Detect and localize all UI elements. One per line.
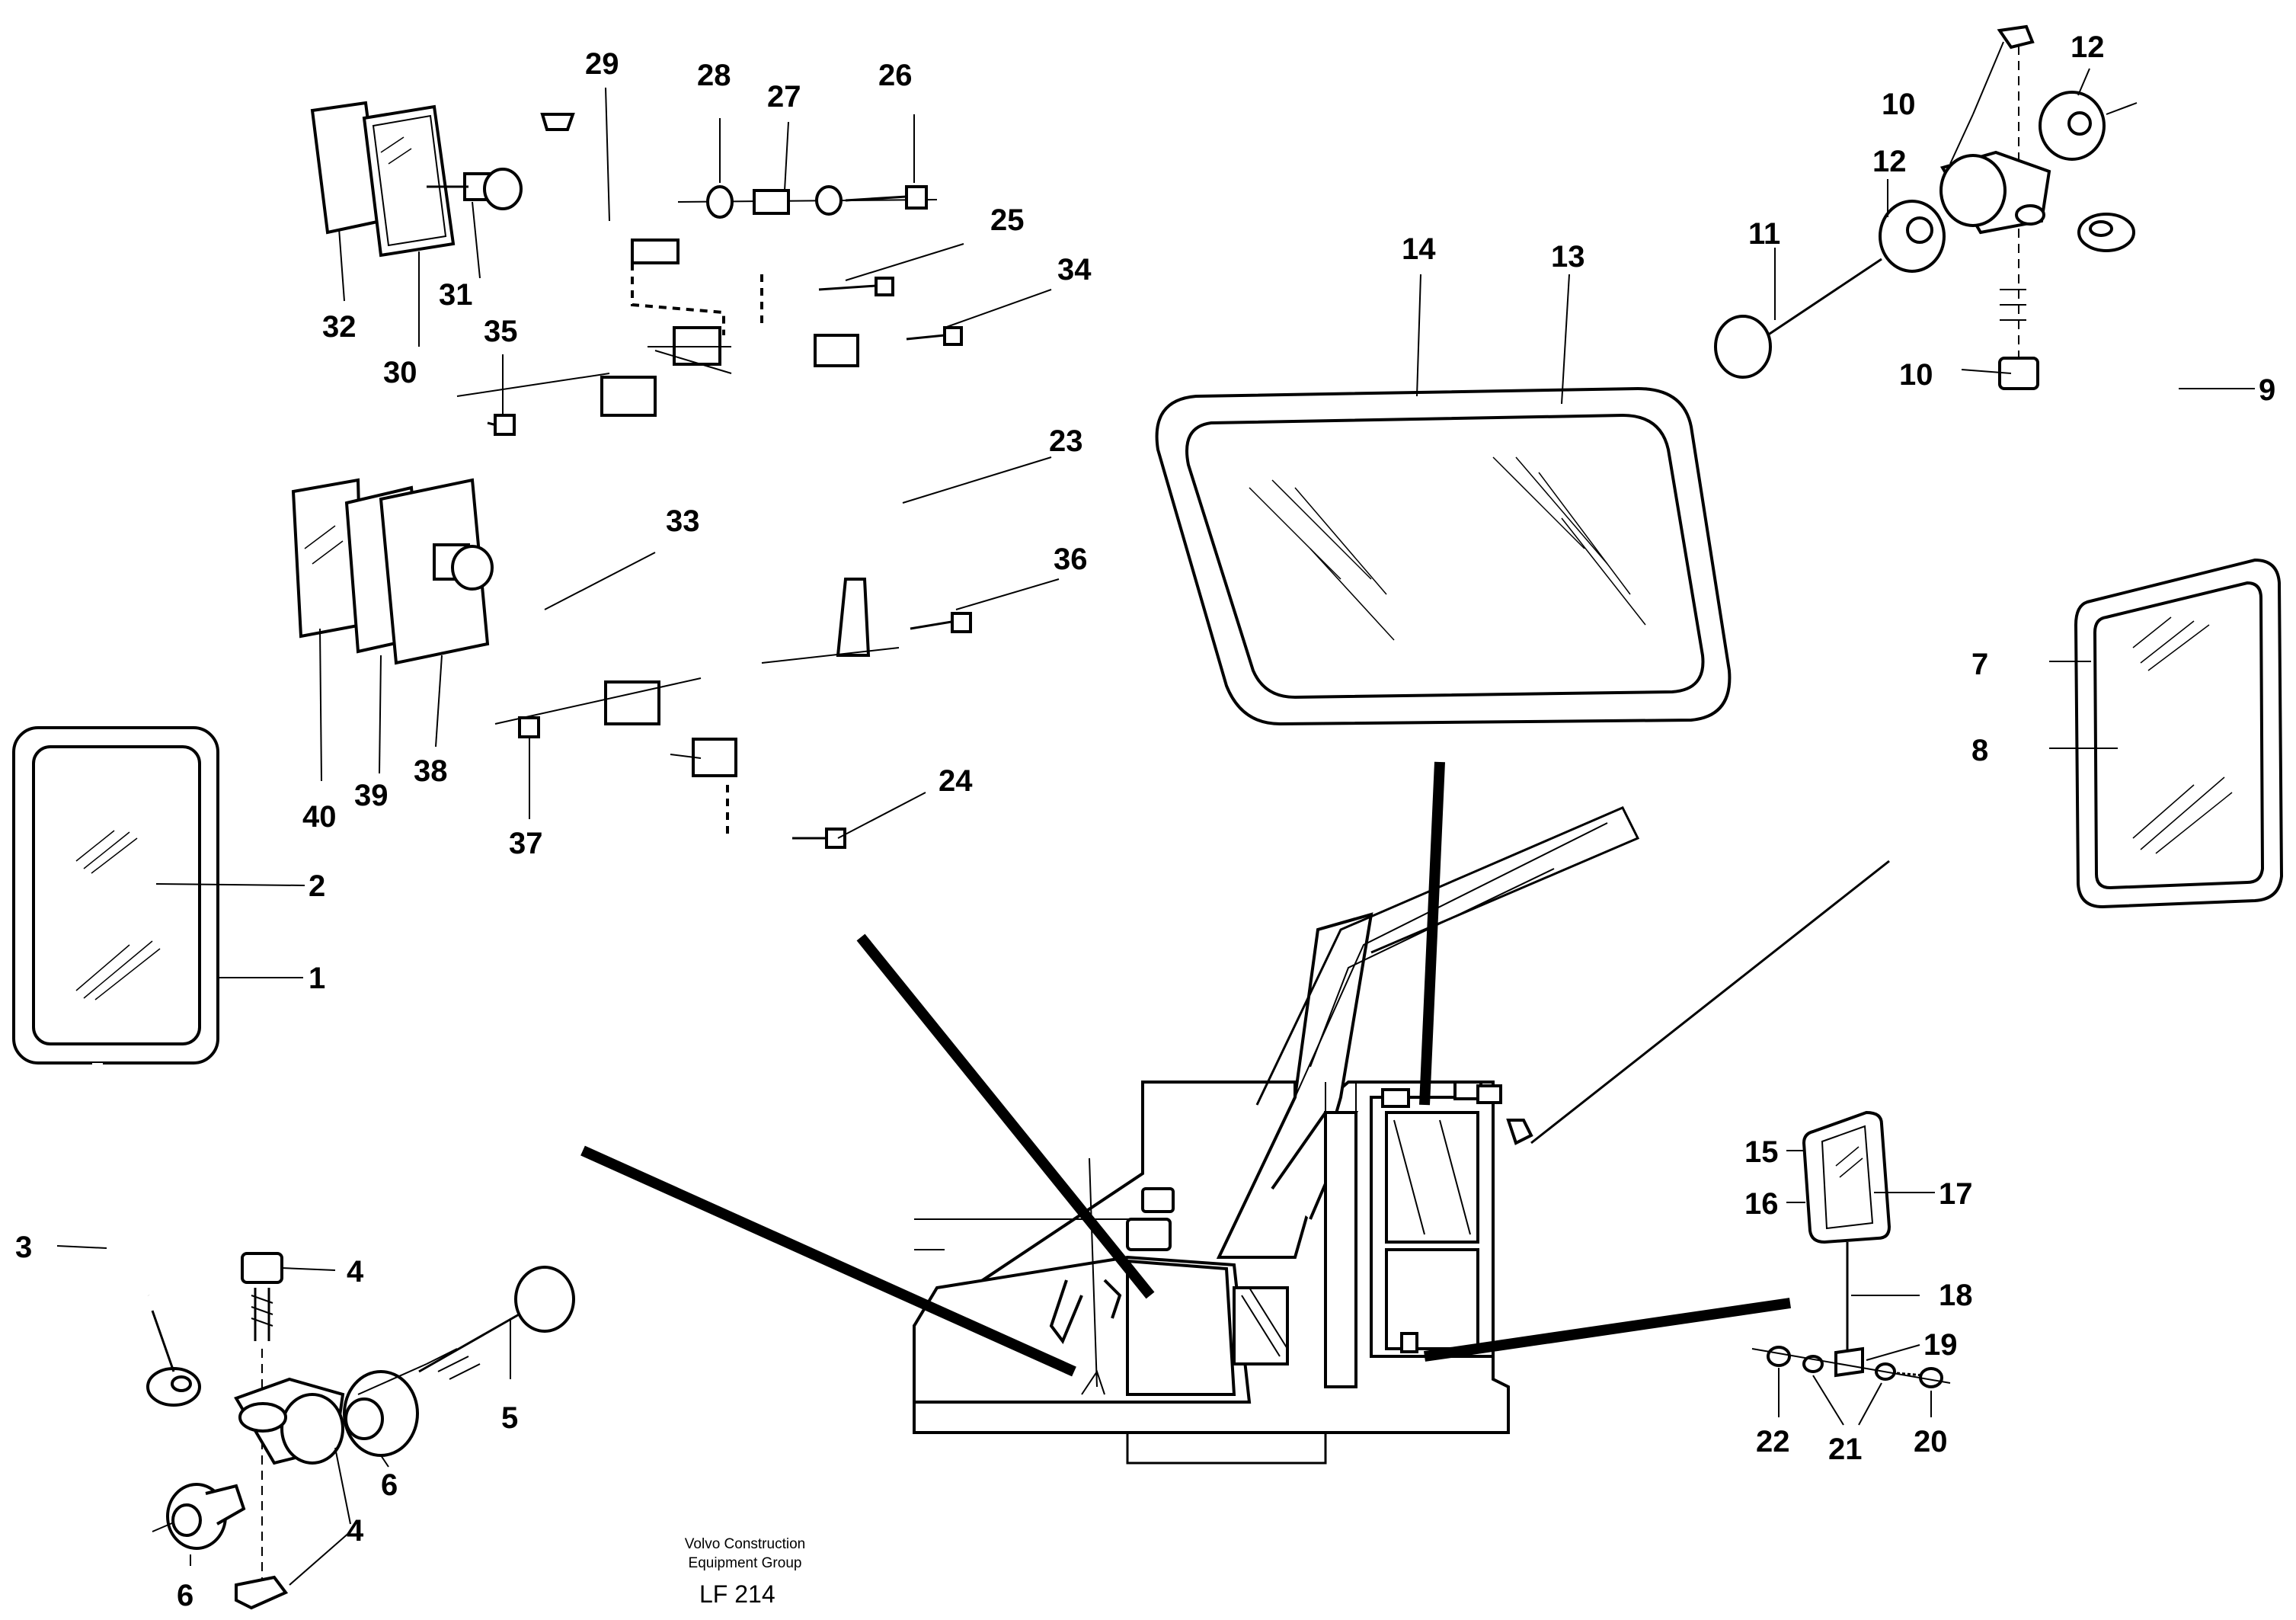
- small-mirror-right: [1751, 1110, 1951, 1388]
- callout-23: 23: [1049, 424, 1083, 458]
- left-clamp-assembly: [152, 1252, 575, 1610]
- callout-36: 36: [1054, 543, 1088, 576]
- upper-hardware: [487, 113, 972, 849]
- callout-labels: 1 2 3 4 4 5 6 6 7 8 9 10 10 11 12 12 13 …: [15, 30, 2275, 1612]
- callout-21: 21: [1828, 1433, 1863, 1466]
- callout-40: 40: [302, 800, 337, 834]
- cab-window-glass: [1155, 386, 1732, 726]
- callout-17: 17: [1939, 1177, 1973, 1211]
- small-mirror-lower: [291, 478, 494, 665]
- callout-27: 27: [767, 80, 801, 114]
- callout-3: 3: [15, 1231, 32, 1264]
- callout-25: 25: [990, 203, 1025, 237]
- callout-10-lower: 10: [1899, 358, 1933, 392]
- right-clamp-assembly: [1714, 24, 2184, 565]
- mirror-bracket-frame: [456, 326, 903, 777]
- callout-29: 29: [585, 47, 619, 81]
- callout-30: 30: [383, 356, 417, 389]
- callout-24: 24: [939, 764, 973, 798]
- callout-28: 28: [697, 59, 731, 92]
- callout-12-upper: 12: [2071, 30, 2105, 64]
- callout-13: 13: [1551, 240, 1585, 274]
- company-line-1: Volvo Construction: [685, 1536, 805, 1552]
- callout-4-lower: 4: [347, 1514, 364, 1548]
- callout-8: 8: [1971, 734, 1988, 767]
- callout-22: 22: [1756, 1425, 1790, 1458]
- callout-35: 35: [484, 315, 518, 348]
- callout-7: 7: [1971, 648, 1988, 681]
- small-mirror-upper: [310, 101, 523, 258]
- callout-14: 14: [1402, 232, 1436, 266]
- callout-20: 20: [1914, 1425, 1948, 1458]
- machine-overview: [913, 806, 1640, 1465]
- callout-4-upper: 4: [347, 1255, 364, 1289]
- callout-39: 39: [354, 779, 389, 812]
- callout-6-left: 6: [177, 1579, 193, 1612]
- pointer-lines: [580, 761, 1890, 1377]
- callout-9: 9: [2259, 373, 2275, 407]
- callout-26: 26: [878, 59, 913, 92]
- callout-19: 19: [1923, 1328, 1958, 1362]
- callout-33: 33: [666, 504, 700, 538]
- right-large-mirror: [2074, 558, 2284, 909]
- drawing-footer: Volvo Construction Equipment Group LF 21…: [685, 1536, 805, 1608]
- callout-34: 34: [1057, 253, 1092, 287]
- callout-18: 18: [1939, 1279, 1973, 1312]
- callout-37: 37: [509, 827, 543, 860]
- drawing-code: LF 214: [699, 1580, 775, 1608]
- callout-5: 5: [501, 1401, 518, 1435]
- leader-lines: [56, 41, 2255, 1586]
- callout-12-lower: 12: [1872, 145, 1907, 178]
- company-line-2: Equipment Group: [689, 1555, 802, 1571]
- callout-10-upper: 10: [1882, 88, 1916, 121]
- callout-1: 1: [309, 962, 325, 995]
- callout-11: 11: [1748, 217, 1780, 251]
- callout-15: 15: [1744, 1135, 1779, 1169]
- callout-32: 32: [322, 310, 357, 344]
- callout-16: 16: [1744, 1187, 1779, 1221]
- callout-38: 38: [414, 754, 448, 788]
- callout-2: 2: [309, 869, 325, 903]
- callout-6-right: 6: [381, 1468, 398, 1502]
- left-large-mirror: [12, 726, 219, 1407]
- callout-31: 31: [439, 278, 473, 312]
